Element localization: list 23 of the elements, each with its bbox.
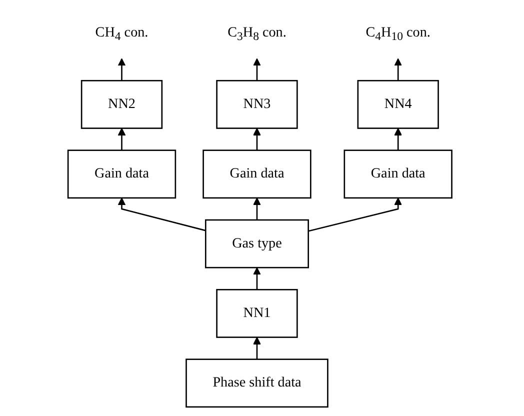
node-box: Gas type [204, 219, 308, 268]
arrow [252, 128, 260, 150]
arrow [308, 198, 402, 232]
node-box: NN2 [80, 80, 162, 129]
node-box: NN1 [216, 288, 298, 338]
arrow [117, 128, 126, 150]
arrow [394, 58, 402, 81]
arrow [252, 58, 260, 81]
arrow [394, 128, 402, 150]
node-text: C$_{4}$H$_{10}$ con. [365, 24, 430, 43]
node-box: NN4 [356, 80, 438, 129]
arrow [252, 198, 260, 220]
node-box: Gain data [202, 150, 311, 199]
node-box: Gain data [66, 150, 176, 199]
node-box: Phase shift data [185, 358, 328, 408]
arrow [252, 336, 260, 360]
arrow [252, 267, 260, 290]
node-box: NN3 [216, 80, 298, 129]
node-text: C$_{3}$H$_{8}$ con. [227, 24, 286, 43]
node-box: Gain data [343, 150, 452, 199]
arrow [117, 58, 126, 81]
arrow [117, 198, 206, 232]
node-text: CH$_{4}$ con. [94, 24, 148, 43]
